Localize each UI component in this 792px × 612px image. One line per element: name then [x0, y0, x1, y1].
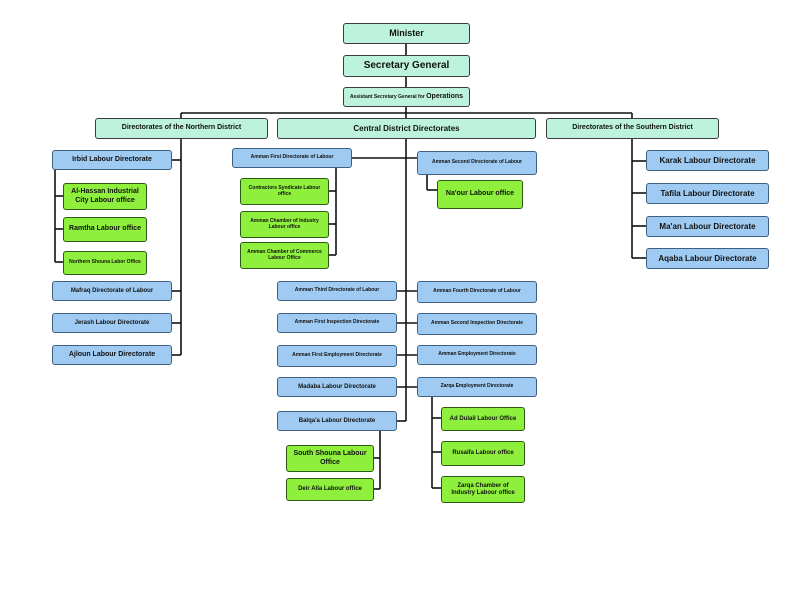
south-shouna-office-box: South Shouna Labour Office — [286, 445, 374, 472]
karak-directorate-box: Karak Labour Directorate — [646, 150, 769, 171]
secretary-general-label: Secretary General — [363, 60, 450, 72]
contractors-office-box: Contractors Syndicate Labour office — [240, 178, 329, 205]
zarqa-chamber-office-label: Zarqa Chamber of Industry Labour office — [451, 482, 515, 496]
southern-district-header: Directorates of the Southern District — [546, 118, 719, 139]
irbid-directorate-label: Irbid Labour Directorate — [72, 155, 152, 163]
ajloun-directorate-label: Ajloun Labour Directorate — [68, 350, 156, 358]
amman-fourth-directorate-label: Amman Fourth Directorate of Labour — [433, 288, 521, 295]
amman-chamber-commerce-office-label: Amman Chamber of Commerce Labour Office — [247, 248, 322, 261]
amman-fourth-directorate-box: Amman Fourth Directorate of Labour — [417, 281, 537, 303]
amman-employment-box: Amman Employment Directorate — [417, 345, 537, 365]
zarqa-chamber-office-box: Zarqa Chamber of Industry Labour office — [441, 476, 525, 503]
ad-dulail-office-box: Ad Dulail Labour Office — [441, 407, 525, 431]
al-hassan-office-box: Al-Hassan Industrial City Labour office — [63, 183, 147, 210]
deir-alla-office-box: Deir Alla Labour office — [286, 478, 374, 501]
amman-first-inspection-box: Amman First Inspection Directorate — [277, 313, 397, 333]
ramtha-office-box: Ramtha Labour office — [63, 217, 147, 242]
northern-shouna-office-label: Northern Shouna Labor Office — [69, 259, 141, 266]
amman-third-directorate-label: Amman Third Directorate of Labour — [294, 287, 380, 294]
secretary-general-box: Secretary General — [343, 55, 470, 77]
northern-district-header: Directorates of the Northern District — [95, 118, 268, 139]
zarqa-employment-box: Zarqa Employment Directorate — [417, 377, 537, 397]
tafila-directorate-label: Tafila Labour Directorate — [660, 188, 755, 198]
assistant-secretary-box: Assistant Secretary General for Operatio… — [343, 87, 470, 107]
assistant-secretary-prefix: Assistant Secretary General for — [349, 93, 427, 100]
maan-directorate-label: Ma'an Labour Directorate — [659, 221, 756, 231]
amman-chamber-industry-office-label: Amman Chamber of Industry Labour office — [250, 217, 319, 230]
aqaba-directorate-box: Aqaba Labour Directorate — [646, 248, 769, 269]
amman-first-employment-label: Amman First Employment Directorate — [292, 352, 382, 359]
central-district-header: Central District Directorates — [277, 118, 536, 139]
contractors-office-label: Contractors Syndicate Labour office — [248, 184, 321, 197]
jerash-directorate-label: Jerash Labour Directorate — [74, 319, 150, 326]
madaba-directorate-label: Madaba Labour Directorate — [298, 383, 376, 390]
rusaifa-office-box: Rusaifa Labour office — [441, 441, 525, 466]
central-district-label: Central District Directorates — [353, 123, 460, 133]
zarqa-employment-label: Zarqa Employment Directorate — [440, 383, 514, 390]
ad-dulail-office-label: Ad Dulail Labour Office — [449, 415, 517, 422]
minister-box: Minister — [343, 23, 470, 44]
amman-second-inspection-box: Amman Second Inspection Directorate — [417, 313, 537, 335]
madaba-directorate-box: Madaba Labour Directorate — [277, 377, 397, 397]
mafraq-directorate-box: Mafraq Directorate of Labour — [52, 281, 172, 301]
amman-employment-label: Amman Employment Directorate — [438, 351, 516, 358]
assistant-secretary-label: Assistant Secretary General for Operatio… — [350, 93, 463, 101]
rusaifa-office-label: Rusaifa Labour office — [452, 450, 514, 457]
amman-third-directorate-box: Amman Third Directorate of Labour — [277, 281, 397, 301]
balqa-directorate-label: Balqa'a Labour Directorate — [298, 417, 376, 424]
al-hassan-office-label: Al-Hassan Industrial City Labour office — [71, 188, 139, 204]
assistant-secretary-emphasis: Operations — [426, 92, 464, 100]
jerash-directorate-box: Jerash Labour Directorate — [52, 313, 172, 333]
ajloun-directorate-box: Ajloun Labour Directorate — [52, 345, 172, 365]
amman-first-directorate-label: Amman First Directorate of Labour — [250, 154, 334, 161]
amman-second-directorate-label: Amman Second Directorate of Labour — [431, 159, 522, 166]
mafraq-directorate-label: Mafraq Directorate of Labour — [70, 287, 154, 294]
northern-shouna-office-box: Northern Shouna Labor Office — [63, 251, 147, 275]
amman-second-inspection-label: Amman Second Inspection Directorate — [431, 320, 523, 327]
aqaba-directorate-label: Aqaba Labour Directorate — [658, 253, 757, 263]
northern-district-label: Directorates of the Northern District — [121, 124, 242, 132]
amman-first-employment-box: Amman First Employment Directorate — [277, 345, 397, 367]
irbid-directorate-box: Irbid Labour Directorate — [52, 150, 172, 170]
amman-second-directorate-box: Amman Second Directorate of Labour — [417, 151, 537, 175]
maan-directorate-box: Ma'an Labour Directorate — [646, 216, 769, 237]
south-shouna-office-label: South Shouna Labour Office — [293, 450, 367, 466]
karak-directorate-label: Karak Labour Directorate — [659, 155, 756, 165]
minister-label: Minister — [389, 28, 424, 39]
deir-alla-office-label: Deir Alla Labour office — [298, 486, 362, 493]
amman-first-directorate-box: Amman First Directorate of Labour — [232, 148, 352, 168]
ramtha-office-label: Ramtha Labour office — [69, 225, 141, 233]
balqa-directorate-box: Balqa'a Labour Directorate — [277, 411, 397, 431]
naour-office-box: Na'our Labour office — [437, 180, 523, 209]
amman-first-inspection-label: Amman First Inspection Directorate — [294, 319, 380, 326]
amman-chamber-industry-office-box: Amman Chamber of Industry Labour office — [240, 211, 329, 238]
southern-district-label: Directorates of the Southern District — [572, 124, 693, 132]
tafila-directorate-box: Tafila Labour Directorate — [646, 183, 769, 204]
amman-chamber-commerce-office-box: Amman Chamber of Commerce Labour Office — [240, 242, 329, 269]
naour-office-label: Na'our Labour office — [445, 190, 515, 198]
